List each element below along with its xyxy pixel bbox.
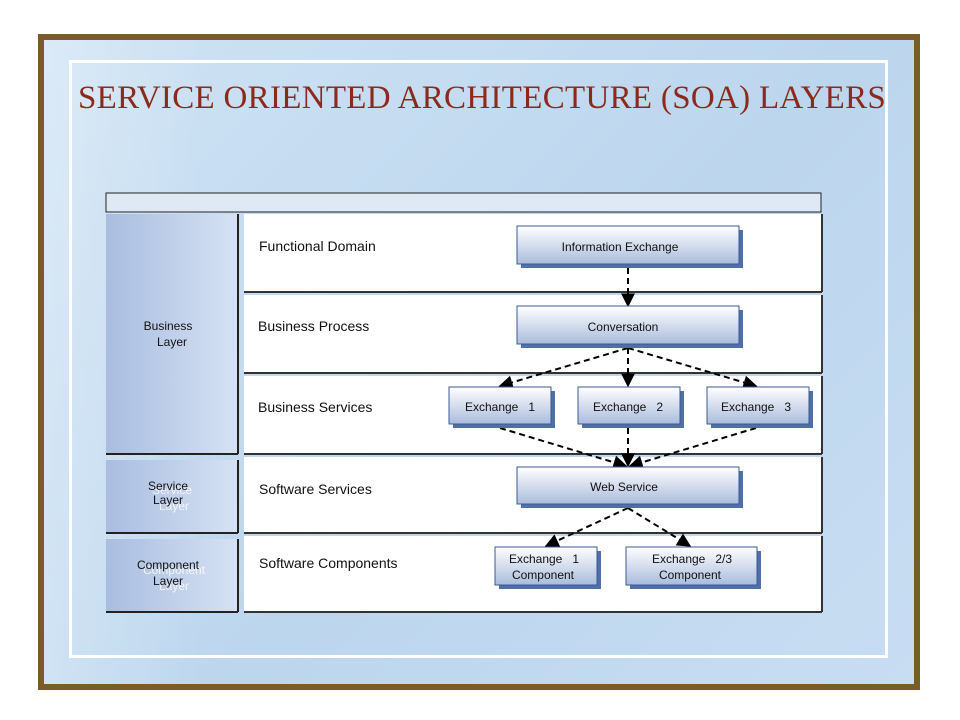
information-exchange-label: Information Exchange bbox=[562, 240, 679, 254]
web-service-label: Web Service bbox=[590, 480, 658, 494]
conversation-label: Conversation bbox=[588, 320, 659, 334]
service-layer-box bbox=[106, 460, 238, 533]
connector-conversation-to-exchange3 bbox=[627, 347, 758, 390]
exchange3-box: Exchange 3 bbox=[706, 386, 813, 428]
component-layer-label-line1: Component bbox=[137, 558, 200, 572]
row-label-software-components: Software Components bbox=[259, 555, 398, 571]
exchange23-component-label-line1: Exchange 2/3 bbox=[652, 552, 732, 566]
connector-exchange3-to-webservice bbox=[628, 427, 757, 470]
component-layer-box bbox=[106, 539, 238, 612]
business-layer-label-line2: Layer bbox=[157, 335, 187, 349]
exchange23-component-label-line2: Component bbox=[659, 568, 722, 582]
row-label-business-process: Business Process bbox=[258, 318, 369, 334]
row-label-business-services: Business Services bbox=[258, 399, 372, 415]
inner-border bbox=[69, 60, 888, 658]
exchange2-label: Exchange 2 bbox=[593, 400, 663, 414]
exchange1-component-label-line2: Component bbox=[512, 568, 575, 582]
exchange23-component-box: Exchange 2/3 Component bbox=[625, 546, 761, 589]
connectors bbox=[498, 268, 758, 548]
row-labels: Functional Domain Business Process Busin… bbox=[258, 238, 398, 571]
exchange2-box: Exchange 2 bbox=[577, 386, 684, 428]
svg-text:Layer: Layer bbox=[159, 579, 189, 593]
diagram-header-bar bbox=[105, 192, 822, 213]
service-layer-label-shadow: Service bbox=[152, 483, 192, 497]
connector-webservice-to-comp1 bbox=[544, 507, 629, 548]
row-label-functional-domain: Functional Domain bbox=[259, 238, 376, 254]
business-layer-box bbox=[106, 214, 238, 454]
exchange1-label: Exchange 1 bbox=[465, 400, 535, 414]
business-layer-label-line1: Business bbox=[144, 319, 193, 333]
connector-exchange1-to-webservice bbox=[499, 427, 628, 470]
row-label-software-services: Software Services bbox=[259, 481, 372, 497]
information-exchange-box: Information Exchange bbox=[516, 225, 743, 268]
layer-boxes: Business Layer Service Layer Service Lay… bbox=[106, 214, 239, 613]
service-layer-label-line1: Service bbox=[148, 479, 188, 493]
conversation-box: Conversation bbox=[516, 305, 743, 348]
component-layer-label-line2: Layer bbox=[153, 574, 183, 588]
exchange1-component-box: Exchange 1 Component bbox=[494, 546, 601, 589]
exchange1-component-label-line1: Exchange 1 bbox=[509, 552, 579, 566]
service-layer-label-line2: Layer bbox=[153, 493, 183, 507]
connector-conversation-to-exchange1 bbox=[498, 347, 629, 390]
slide-title: SERVICE ORIENTED ARCHITECTURE (SOA) LAYE… bbox=[78, 80, 887, 116]
process-boxes: Information Exchange Conversation Exchan… bbox=[448, 225, 813, 589]
svg-text:Layer: Layer bbox=[159, 499, 189, 513]
exchange1-box: Exchange 1 bbox=[448, 386, 555, 428]
web-service-box: Web Service bbox=[516, 466, 743, 508]
connector-webservice-to-comp23 bbox=[627, 507, 692, 547]
exchange3-label: Exchange 3 bbox=[721, 400, 791, 414]
component-layer-label-shadow: Component bbox=[143, 563, 206, 577]
